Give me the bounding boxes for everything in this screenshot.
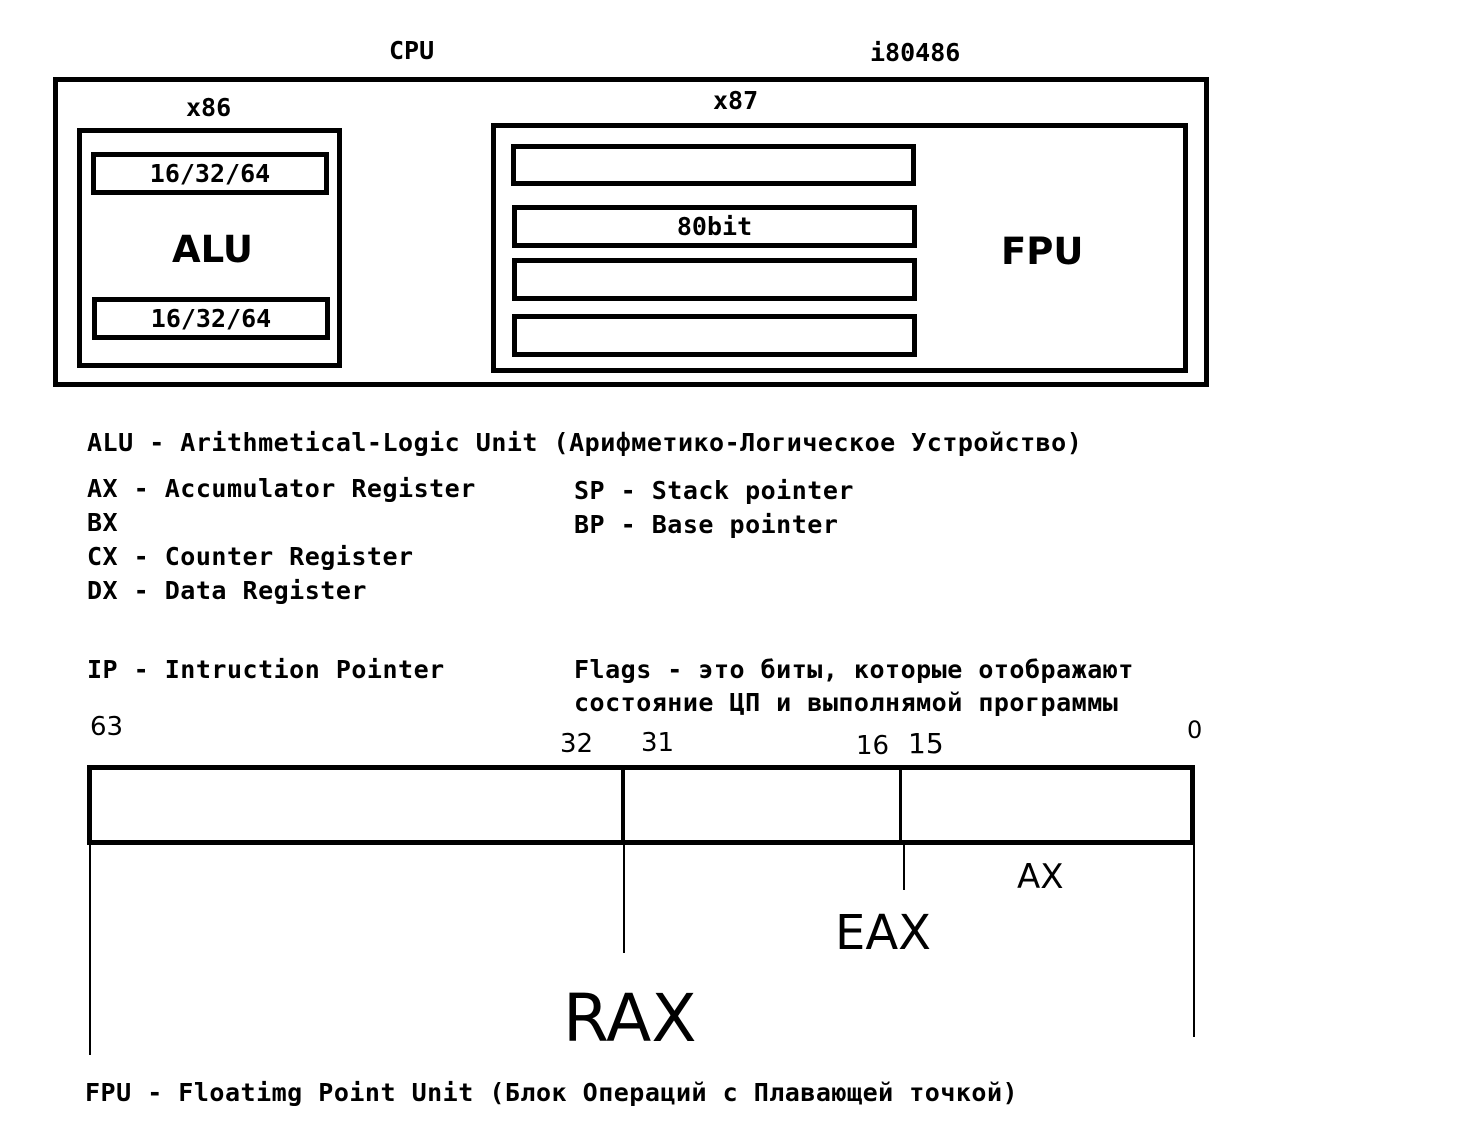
- fpu-register-2: 80bit: [512, 205, 917, 248]
- alu-register-top: 16/32/64: [91, 152, 329, 195]
- ax-divider: [899, 768, 902, 840]
- alu-register-bottom: 16/32/64: [92, 297, 330, 340]
- bit-15-label: 15: [908, 727, 944, 760]
- eax-left-extent-line: [623, 845, 625, 953]
- chip-label: i80486: [870, 38, 961, 67]
- bx-definition: BX: [87, 508, 119, 537]
- alu-register-bottom-label: 16/32/64: [150, 304, 272, 333]
- ip-definition: IP - Intruction Pointer: [87, 655, 445, 684]
- fpu-register-1: [511, 144, 916, 186]
- rax-register-bar: [87, 765, 1195, 845]
- bit-32-label: 32: [560, 729, 594, 759]
- dx-definition: DX - Data Register: [87, 576, 367, 605]
- bit-16-label: 16: [856, 731, 890, 761]
- flags-definition-line2: состояние ЦП и выполнямой программы: [574, 688, 1119, 717]
- cx-definition: CX - Counter Register: [87, 542, 414, 571]
- x87-box: [491, 123, 1188, 373]
- bit-31-label: 31: [641, 728, 675, 758]
- fpu-register-4: [512, 314, 917, 357]
- fpu-definition: FPU - Floatimg Point Unit (Блок Операций…: [85, 1078, 1019, 1107]
- fpu-register-2-label: 80bit: [676, 212, 753, 241]
- x86-label: x86: [186, 93, 232, 122]
- ax-left-extent-line: [903, 845, 905, 890]
- bp-definition: BP - Base pointer: [574, 510, 839, 539]
- ax-label: AX: [1017, 857, 1064, 897]
- cpu-box: [53, 77, 1209, 387]
- ax-definition: AX - Accumulator Register: [87, 474, 476, 503]
- fpu-register-3-label: [517, 263, 912, 296]
- bit-0-label: 0: [1187, 716, 1203, 744]
- alu-definition: ALU - Arithmetical-Logic Unit (Арифметик…: [87, 428, 1083, 457]
- right-extent-line: [1193, 845, 1195, 1037]
- x87-label: x87: [713, 86, 759, 115]
- fpu-label: FPU: [1001, 230, 1084, 273]
- fpu-register-3: [512, 258, 917, 301]
- eax-label: EAX: [835, 905, 932, 961]
- fpu-register-4-label: [517, 319, 912, 352]
- alu-label: ALU: [172, 228, 253, 271]
- bit-63-label: 63: [90, 712, 124, 742]
- fpu-register-1-label: [516, 149, 911, 181]
- rax-label: RAX: [563, 980, 697, 1057]
- cpu-label: CPU: [389, 36, 435, 65]
- sp-definition: SP - Stack pointer: [574, 476, 854, 505]
- rax-left-extent-line: [89, 845, 91, 1055]
- flags-definition-line1: Flags - это биты, которые отображают: [574, 655, 1134, 684]
- eax-divider: [621, 768, 625, 843]
- alu-register-top-label: 16/32/64: [149, 159, 271, 188]
- x86-box: [77, 128, 342, 368]
